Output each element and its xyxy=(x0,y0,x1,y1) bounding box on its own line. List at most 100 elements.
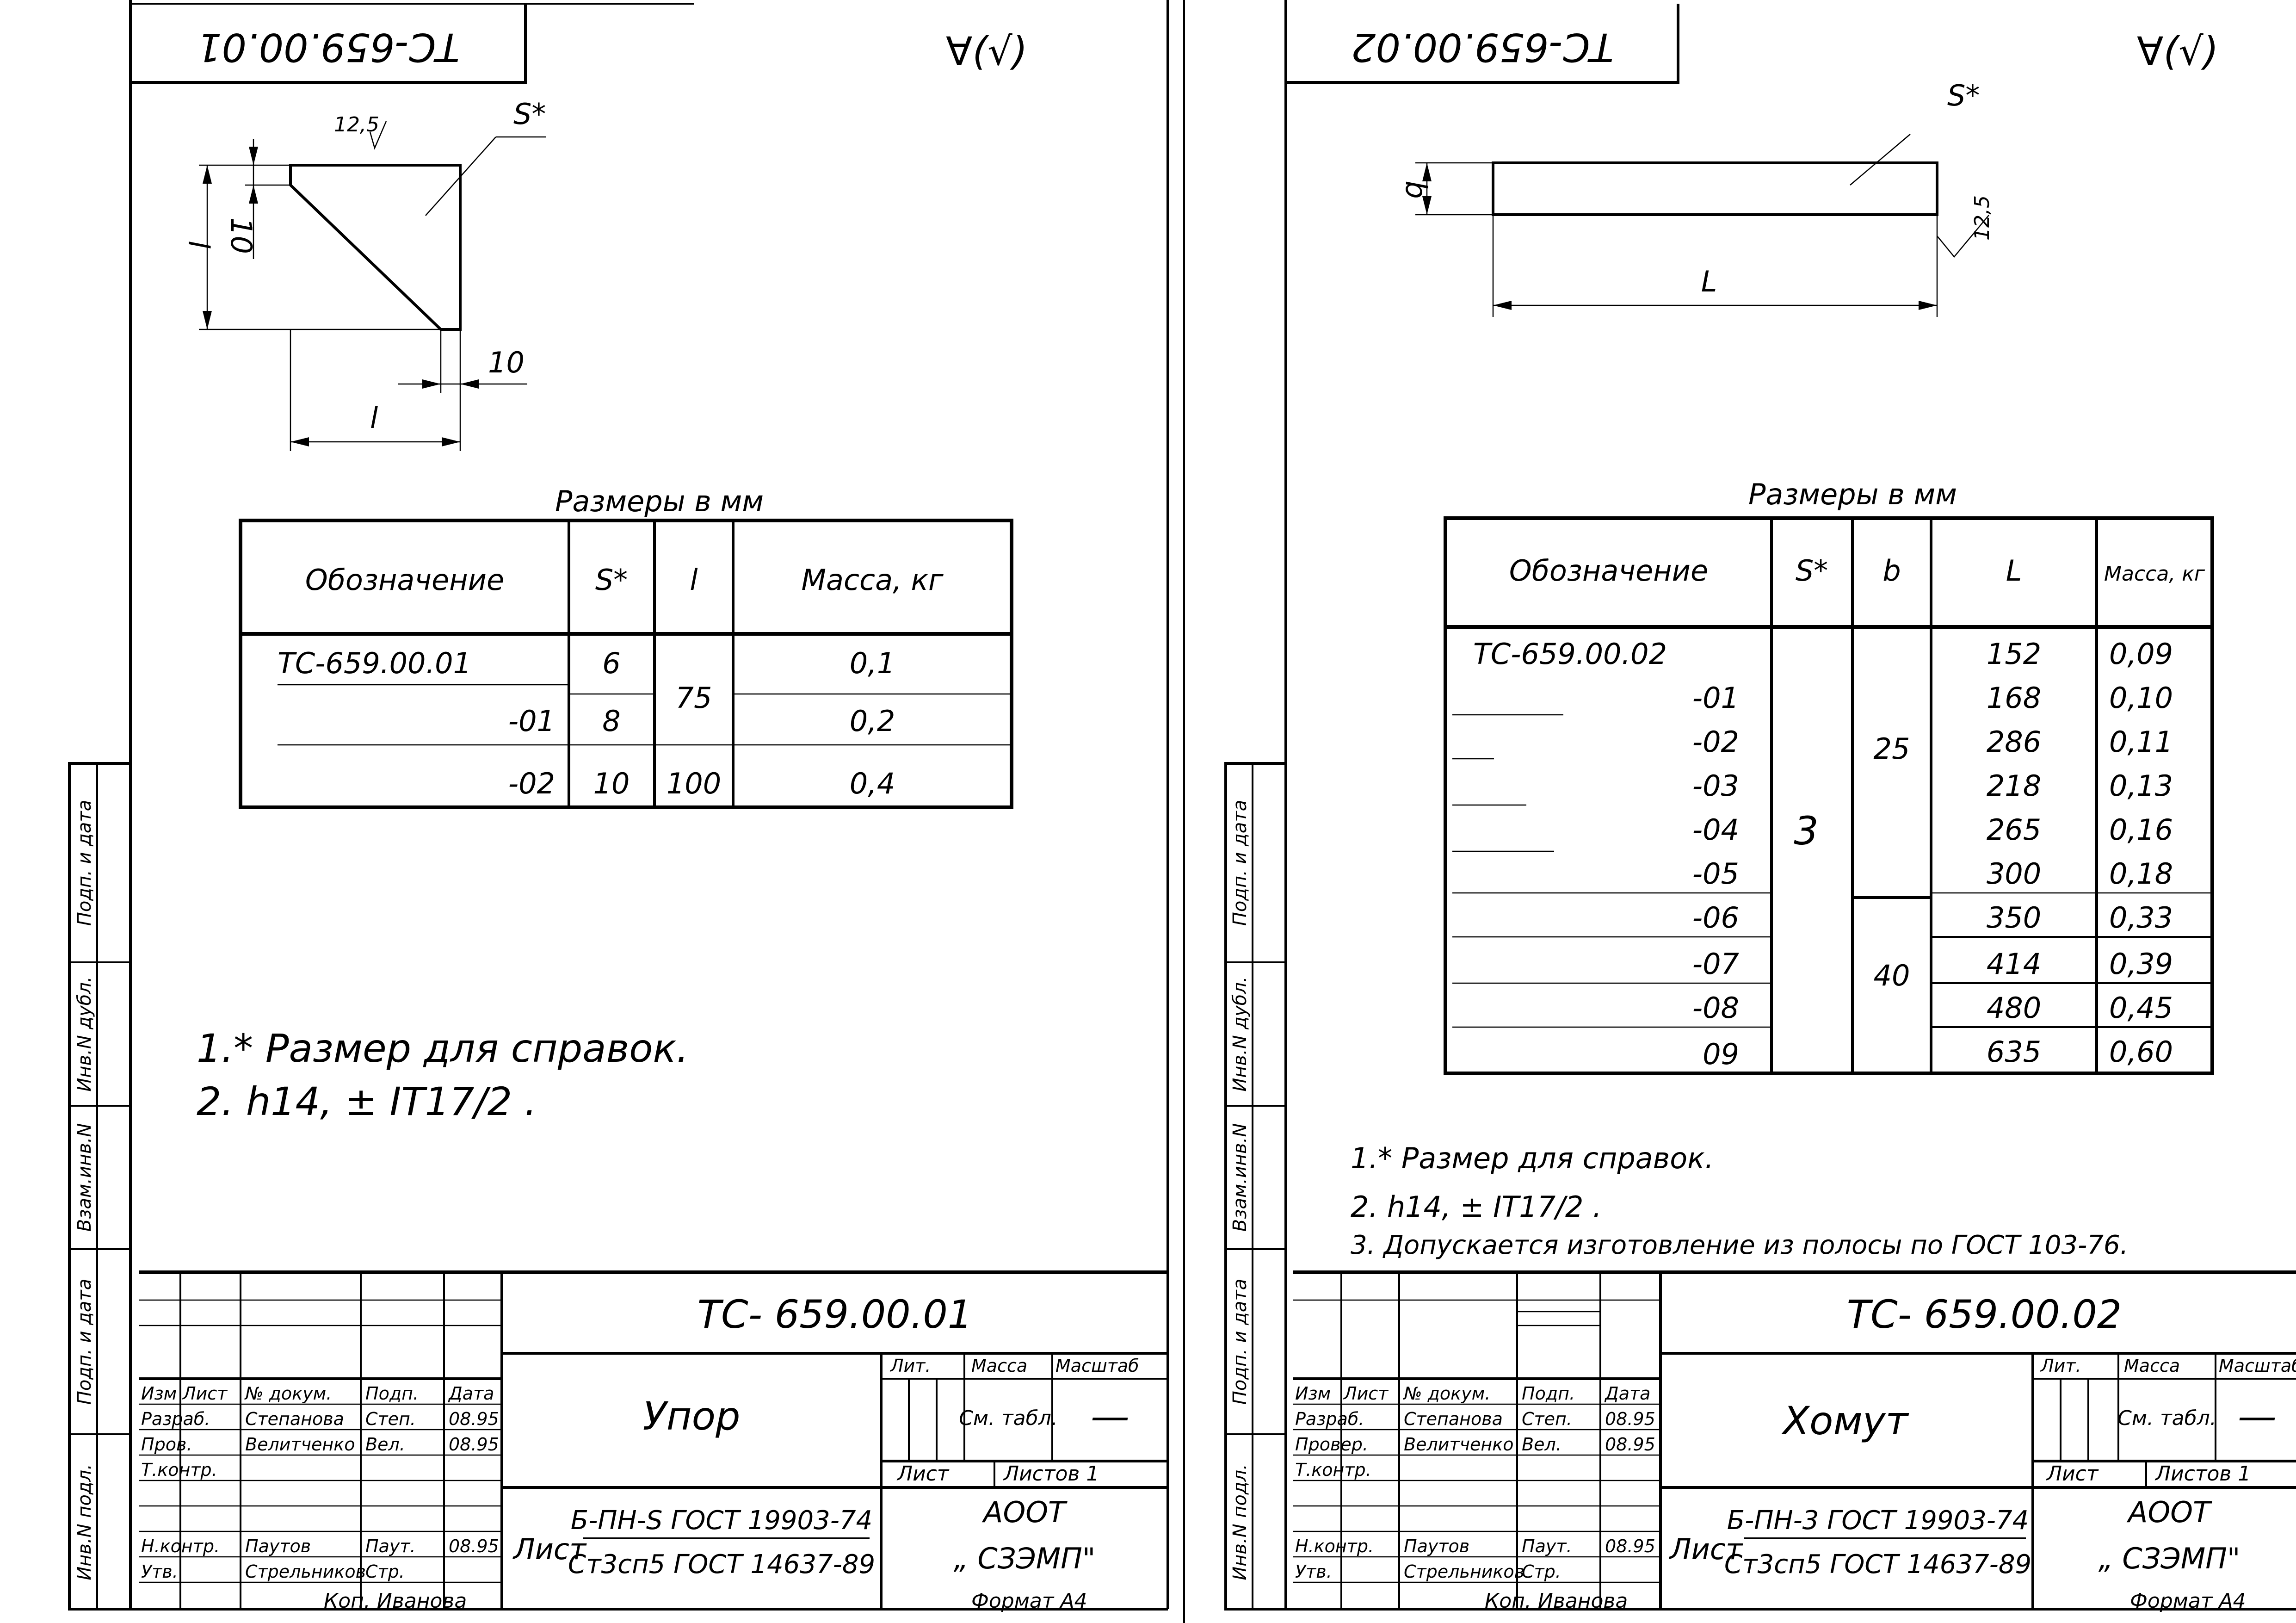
col-doc: № докум. xyxy=(244,1383,332,1404)
role-signature: Вел. xyxy=(1522,1434,1562,1455)
dim-10-vertical: 10 xyxy=(224,217,258,254)
row-L: 168 xyxy=(1987,681,2041,715)
side-label: Инв.N подл. xyxy=(1229,1464,1251,1580)
role-signature: Вел. xyxy=(365,1434,405,1455)
massa-label: Масса xyxy=(2124,1356,2180,1376)
side-label: Взам.инв.N xyxy=(74,1123,95,1232)
dim-l-horizontal: l xyxy=(370,401,378,435)
note-1: 1.* Размер для справок. xyxy=(197,1026,689,1071)
row-designation: -05 xyxy=(1692,857,1739,891)
material-2: Ст3сп5 ГОСТ 14637-89 xyxy=(568,1549,875,1580)
list-label: Лист xyxy=(512,1532,587,1566)
khomut-sketch: S* b L 12,5 xyxy=(1399,79,1994,317)
header-b: b xyxy=(1882,554,1901,588)
role-date: 08.95 xyxy=(449,1434,499,1455)
lit-label: Лит. xyxy=(2040,1356,2081,1376)
right-title-block: Изм Лист № докум. Подп. Дата Разраб. Сте… xyxy=(1293,1270,2296,1613)
role-name: Паутов xyxy=(1404,1536,1469,1556)
row-designation: -01 xyxy=(508,704,555,738)
role-date: 08.95 xyxy=(449,1409,499,1429)
col-list: Лист xyxy=(1343,1383,1389,1404)
header-L: L xyxy=(2006,554,2022,588)
side-label: Взам.инв.N xyxy=(1229,1123,1251,1232)
row-designation: -03 xyxy=(1692,769,1739,803)
material-1: Б-ПН-S ГОСТ 19903-74 xyxy=(571,1505,872,1536)
right-table: Размеры в мм Обозначение S* b L Масс xyxy=(1444,477,2214,1075)
b-value: 40 xyxy=(1874,959,1910,992)
row-L: 265 xyxy=(1987,813,2041,847)
material-2: Ст3сп5 ГОСТ 14637-89 xyxy=(1724,1549,2031,1580)
list-label: Лист xyxy=(1669,1532,1743,1566)
role-signature: Паут. xyxy=(1522,1536,1572,1556)
upor-sketch: S* 12,5 l 10 10 xyxy=(182,97,546,451)
right-sheet: ТС-659.00.02 ∀(√) S* b L 12,5 Размеры в … xyxy=(1224,0,2296,1613)
dim-b: b xyxy=(1399,180,1433,198)
row-designation: -06 xyxy=(1692,901,1739,935)
role-label: Разраб. xyxy=(1295,1409,1364,1429)
row-L: 300 xyxy=(1987,857,2041,891)
side-label: Инв.N дубл. xyxy=(74,976,95,1091)
role-name: Стрельников xyxy=(1404,1561,1524,1582)
roughness-symbol: ∀(√) xyxy=(2137,29,2219,74)
left-table: Размеры в мм Обозначение S* l Масса, кг … xyxy=(239,484,1013,809)
format-label: Формат А4 xyxy=(2130,1589,2246,1613)
row-mass: 0,09 xyxy=(2109,637,2173,671)
material-1: Б-ПН-3 ГОСТ 19903-74 xyxy=(1727,1505,2029,1536)
row-mass: 0,33 xyxy=(2109,901,2173,935)
role-date: 08.95 xyxy=(449,1536,499,1556)
row-s: 6 xyxy=(602,646,620,680)
corner-designation: ТС-659.00.01 xyxy=(197,25,460,70)
left-title-block: Изм Лист № докум. Подп. Дата Разраб. Сте… xyxy=(139,1270,1168,1613)
left-sheet: ТС-659.00.01 ∀(√) S* 12,5 l 10 xyxy=(68,0,1169,1613)
role-label: Утв. xyxy=(141,1561,178,1582)
row-designation: -02 xyxy=(508,767,555,800)
side-label: Инв.N дубл. xyxy=(1229,976,1251,1091)
note-2: 2. h14, ± IT17/2 . xyxy=(197,1079,537,1124)
right-side-strip: Подп. и дата Инв.N дубл. Взам.инв.N Подп… xyxy=(1224,762,1287,1611)
role-label: Утв. xyxy=(1295,1561,1332,1582)
role-signature: Степ. xyxy=(365,1409,416,1429)
header-mass: Масса, кг xyxy=(801,563,944,597)
role-date: 08.95 xyxy=(1605,1409,1655,1429)
dim-l-vertical: l xyxy=(182,241,216,248)
row-mass: 0,60 xyxy=(2109,1035,2173,1069)
header-mass: Масса, кг xyxy=(2104,562,2205,586)
header-l: l xyxy=(690,563,697,597)
company-line-2: „ СЗЭМП" xyxy=(2098,1542,2240,1575)
row-l: 75 xyxy=(676,681,712,715)
row-mass: 0,10 xyxy=(2109,681,2173,715)
company-line-1: АООТ xyxy=(2126,1495,2212,1529)
row-L: 480 xyxy=(1987,991,2041,1025)
copied-by: Коп. Иванова xyxy=(324,1589,467,1613)
role-date: 08.95 xyxy=(1605,1536,1655,1556)
header-s: S* xyxy=(1796,554,1828,588)
col-list: Лист xyxy=(182,1383,228,1404)
title-designation: ТС- 659.00.01 xyxy=(697,1292,972,1337)
role-label: Пров. xyxy=(141,1434,192,1455)
role-signature: Паут. xyxy=(365,1536,416,1556)
role-signature: Степ. xyxy=(1522,1409,1572,1429)
col-sign: Подп. xyxy=(365,1383,419,1404)
s-label: S* xyxy=(1947,79,1980,112)
row-L: 218 xyxy=(1987,769,2041,803)
side-label: Подп. и дата xyxy=(1229,800,1251,926)
scale-value: — xyxy=(2238,1394,2277,1439)
lit-label: Лит. xyxy=(889,1356,931,1376)
s-label: S* xyxy=(513,97,546,131)
row-designation: ТС-659.00.02 xyxy=(1473,637,1667,671)
row-mass: 0,4 xyxy=(850,767,895,800)
dim-L: L xyxy=(1701,265,1717,298)
copied-by: Коп. Иванова xyxy=(1485,1589,1628,1613)
company-line-1: АООТ xyxy=(981,1495,1068,1529)
row-designation: ТС-659.00.01 xyxy=(278,646,471,680)
row-mass: 0,13 xyxy=(2109,769,2173,803)
massa-value: См. табл. xyxy=(2117,1406,2216,1430)
col-izm: Изм xyxy=(141,1383,177,1404)
sheets-count: Листов 1 xyxy=(2154,1462,2251,1486)
role-label: Разраб. xyxy=(141,1409,210,1429)
role-name: Степанова xyxy=(245,1409,344,1429)
role-label: Т.контр. xyxy=(1295,1460,1371,1480)
role-name: Паутов xyxy=(245,1536,311,1556)
row-s: 10 xyxy=(593,767,630,800)
row-mass: 0,16 xyxy=(2109,813,2173,847)
